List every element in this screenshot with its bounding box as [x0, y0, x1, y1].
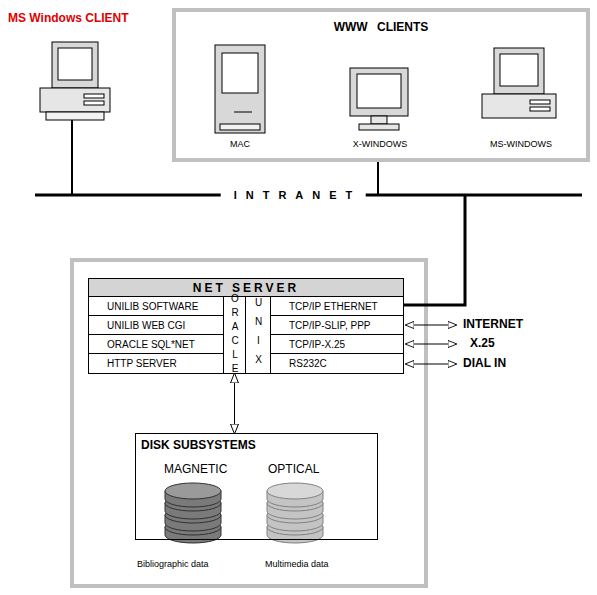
- os-column: UNIX: [245, 296, 271, 374]
- optical-disk-stack: [267, 483, 323, 543]
- cell-text: TCP/IP ETHERNET: [289, 301, 378, 312]
- network-label: INTRANET: [221, 189, 366, 201]
- software-cell: HTTP SERVER: [88, 353, 224, 374]
- computer-label: MAC: [230, 140, 250, 150]
- protocol-cell: RS232C: [270, 353, 404, 374]
- protocol-cell: TCP/IP ETHERNET: [270, 296, 404, 316]
- cell-text: TCP/IP-X.25: [289, 339, 345, 350]
- cell-text: RS232C: [289, 358, 327, 369]
- server-title: NET SERVER: [193, 281, 299, 295]
- pc-icon: [40, 42, 110, 120]
- link-label: INTERNET: [463, 318, 523, 331]
- link-label: X.25: [470, 337, 495, 350]
- header-band: NET SERVER: [89, 279, 403, 297]
- cell-text: UNILIB WEB CGI: [107, 320, 185, 331]
- software-cell: UNILIB WEB CGI: [88, 315, 224, 335]
- pc-icon: [482, 48, 556, 118]
- server-box: NET SERVER UNILIB SOFTWARE UNILIB WEB CGI O…: [88, 278, 404, 374]
- computer-label: X-WINDOWS: [353, 140, 408, 150]
- disk-subsystem-box: DISK SUBSYSTEMS: [135, 433, 378, 540]
- www-drop-line: [377, 162, 379, 195]
- protocol-cell: TCP/IP-X.25: [270, 334, 404, 354]
- server-drop-line: [404, 195, 465, 305]
- protocol-cell: TCP/IP-SLIP, PPP: [270, 315, 404, 335]
- software-cell: ORACLE SQL*NET: [88, 334, 224, 354]
- box-title: DISK SUBSYSTEMS: [141, 438, 256, 452]
- cell-text: ORACLE SQL*NET: [107, 339, 195, 350]
- connector-arrow: [234, 374, 235, 433]
- xterm-icon: [350, 68, 408, 130]
- database-column: ORACLE: [223, 296, 246, 374]
- vertical-text: UNIX: [253, 297, 263, 373]
- link-arrow: [406, 364, 456, 365]
- link-label: DIAL IN: [463, 357, 506, 370]
- computer-label: MS-WINDOWS: [490, 140, 552, 150]
- cell-text: TCP/IP-SLIP, PPP: [289, 320, 371, 331]
- cell-text: HTTP SERVER: [107, 358, 177, 369]
- magnetic-disk-stack: [165, 483, 221, 543]
- group-title: WWW CLIENTS: [176, 20, 586, 34]
- link-arrow: [406, 325, 456, 326]
- client-group-box: WWW CLIENTS: [172, 8, 590, 162]
- server-enclosure: [72, 260, 426, 586]
- client-drop-line: [71, 120, 73, 195]
- vertical-text: ORACLE: [230, 293, 240, 377]
- data-caption: Multimedia data: [265, 560, 329, 570]
- link-arrow: [406, 344, 456, 345]
- cell-text: UNILIB SOFTWARE: [107, 301, 198, 312]
- media-label: MAGNETIC: [164, 463, 227, 476]
- mac-icon: [215, 45, 265, 133]
- software-cell: UNILIB SOFTWARE: [88, 296, 224, 316]
- data-caption: Bibliographic data: [137, 560, 209, 570]
- client-label: MS Windows CLIENT: [8, 12, 129, 25]
- media-label: OPTICAL: [268, 463, 319, 476]
